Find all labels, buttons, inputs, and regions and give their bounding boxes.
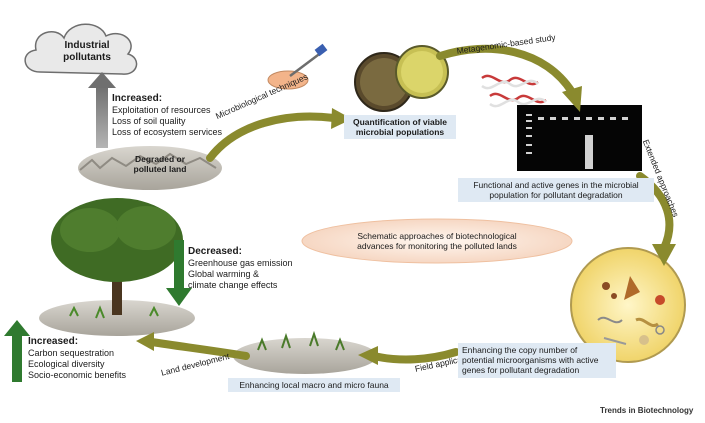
- fauna-box: Enhancing local macro and micro fauna: [228, 378, 400, 393]
- cloud-line-2: pollutants: [63, 52, 111, 63]
- center-oval: [301, 218, 573, 264]
- increased-top-panel: Increased: Exploitation of resources Los…: [112, 93, 222, 137]
- quantification-box: Quantification of viable microbial popul…: [344, 115, 456, 140]
- degraded-line-2: polluted land: [133, 164, 187, 175]
- enhancing-copy-line-1: Enhancing the copy number of: [462, 345, 578, 355]
- agar-plates-icon: [354, 45, 449, 112]
- enhancing-copy-line-3: genes for pollutant degradation: [462, 365, 580, 376]
- decreased-item: Greenhouse gas emission: [188, 258, 293, 268]
- increased-bottom-item: Carbon sequestration: [28, 348, 115, 358]
- decreased-item: Global warming &: [188, 268, 260, 279]
- degraded-land-icon: [78, 146, 222, 190]
- functional-genes-box: Functional and active genes in the micro…: [458, 178, 654, 203]
- degraded-line-1: Degraded or: [134, 154, 186, 164]
- culture-dish-icon: [570, 247, 686, 363]
- quantification-line-2: microbial populations: [355, 127, 445, 138]
- increased-top-item: Loss of soil quality: [112, 115, 186, 126]
- gel-electrophoresis-icon: [517, 105, 642, 171]
- cloud-label: Industrial pollutants: [52, 40, 122, 64]
- degraded-label: Degraded or polluted land: [116, 154, 204, 174]
- center-line-2: advances for monitoring the polluted lan…: [357, 241, 517, 252]
- fauna-label: Enhancing local macro and micro fauna: [239, 380, 389, 390]
- increased-top-title: Increased:: [112, 93, 163, 104]
- petri-dish-pipette-icon: [267, 43, 328, 90]
- tree-icon: [39, 198, 195, 336]
- dna-icon: [481, 74, 547, 108]
- increased-bottom-panel: Increased: Carbon sequestration Ecologic…: [28, 336, 126, 380]
- green-up-arrow-icon: [4, 320, 30, 382]
- decreased-item: climate change effects: [188, 279, 278, 290]
- enhancing-copy-line-2: potential microorganisms with active: [462, 355, 599, 366]
- increased-bottom-item: Ecological diversity: [28, 358, 105, 369]
- up-arrow-icon: [88, 72, 116, 148]
- increased-bottom-title: Increased:: [28, 336, 79, 347]
- increased-top-item: Exploitation of resources: [112, 105, 211, 115]
- functional-line-1: Functional and active genes in the micro…: [473, 180, 639, 190]
- decreased-title: Decreased:: [188, 246, 242, 257]
- flow-arrowheads: [136, 86, 676, 365]
- increased-bottom-item: Socio-economic benefits: [28, 369, 127, 380]
- enhancing-copy-box: Enhancing the copy number of potential m…: [458, 343, 616, 378]
- center-line-1: Schematic approaches of biotechnological: [357, 231, 517, 241]
- down-arrow-icon: [166, 240, 192, 306]
- field-icon: [233, 330, 377, 374]
- increased-top-item: Loss of ecosystem services: [112, 126, 223, 137]
- quantification-line-1: Quantification of viable: [353, 117, 447, 127]
- credit-label: Trends in Biotechnology: [600, 406, 694, 415]
- functional-line-2: population for pollutant degradation: [489, 190, 623, 201]
- cloud-icon: [24, 23, 138, 75]
- decreased-panel: Decreased: Greenhouse gas emission Globa…: [188, 246, 293, 290]
- center-label: Schematic approaches of biotechnological…: [322, 231, 552, 251]
- cloud-line-1: Industrial: [64, 40, 110, 51]
